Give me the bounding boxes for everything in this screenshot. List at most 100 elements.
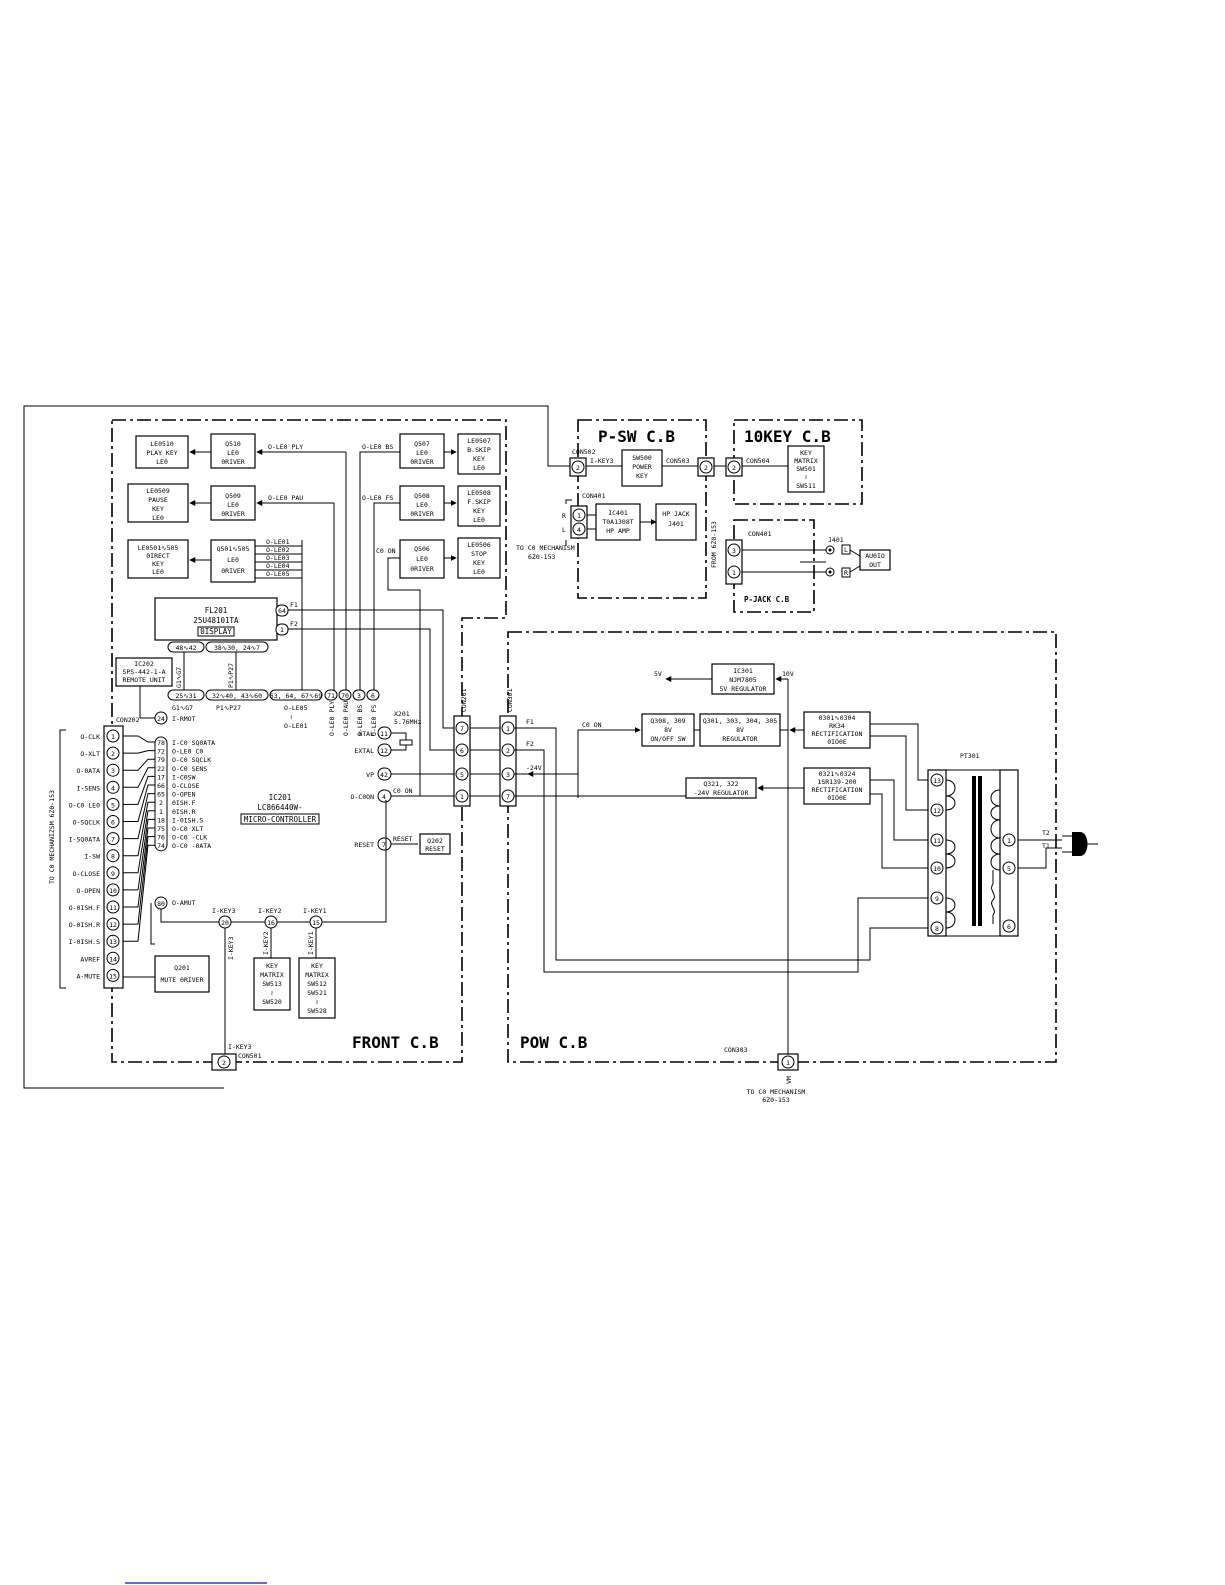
pow-board-outline <box>507 631 1057 1063</box>
svg-text:LE0: LE0 <box>227 501 239 509</box>
svg-text:C0 ON: C0 ON <box>376 547 396 555</box>
svg-text:0321∿0324: 0321∿0324 <box>819 770 856 778</box>
svg-text:C0 ON: C0 ON <box>393 787 413 795</box>
cd-connector-pin-label: O-SQCLK <box>73 819 100 827</box>
ic201-pin-label: O-LE0 C0 <box>172 748 203 756</box>
svg-text:63, 64, 67∿69: 63, 64, 67∿69 <box>270 692 322 700</box>
svg-text:1: 1 <box>577 512 581 520</box>
svg-text:KEY: KEY <box>473 507 485 515</box>
cd-connector-pin <box>106 763 120 777</box>
cd-connector-pin <box>106 815 120 828</box>
svg-text:LE0507: LE0507 <box>467 437 491 445</box>
svg-text:HP JACK: HP JACK <box>662 510 689 518</box>
driver-q509: Q509 LE0 0RIVER <box>210 485 256 521</box>
cd-connector-pin <box>106 968 120 982</box>
svg-text:MATRIX: MATRIX <box>794 457 818 465</box>
svg-text:O-LE0 PLY: O-LE0 PLY <box>268 443 303 451</box>
cd-connector-pin <box>106 951 120 965</box>
cd-bus-wire <box>123 784 155 822</box>
audio-out-label: AU0IO OUT <box>859 549 891 571</box>
svg-text:≀: ≀ <box>290 713 292 721</box>
cd-connector-pin-label: O-CLK <box>80 733 100 741</box>
outer-loop-wire <box>23 405 570 1089</box>
d321-rectifier: 0321∿0324 1SR139-200 RECTIFICATION 0IO0E <box>803 767 871 805</box>
svg-text:0RIVER: 0RIVER <box>221 567 245 575</box>
sw500-power-key: SW500 POWER KEY <box>621 449 663 487</box>
con201-connector: CON201 7 6 5 1 <box>453 688 471 807</box>
cd-connector-pin-label: O-CLOSE <box>73 870 100 878</box>
svg-text:P1∿P27: P1∿P27 <box>216 704 241 712</box>
svg-text:VP: VP <box>366 771 374 779</box>
cd-connector-pin-number: 7 <box>111 836 115 844</box>
cd-connector-pin-number: 4 <box>111 784 115 792</box>
svg-text:SPS-442-1-A: SPS-442-1-A <box>122 668 165 676</box>
svg-text:LE0501∿505: LE0501∿505 <box>138 544 179 552</box>
svg-text:Q201: Q201 <box>174 964 190 972</box>
con301-connector: CON301 1 2 3 7 <box>499 688 517 807</box>
svg-text:-24V REGULATOR: -24V REGULATOR <box>694 789 749 797</box>
svg-text:I-KEY3: I-KEY3 <box>228 1043 252 1051</box>
driver-q508: Q508 LE0 0RIVER <box>399 485 445 521</box>
driver-q510: Q510 LE0 0RIVER <box>210 433 256 469</box>
ic201-pin-number: 17 <box>157 773 165 781</box>
svg-text:3: 3 <box>506 771 510 779</box>
svg-text:VM: VM <box>785 1076 793 1084</box>
svg-text:HP AMP: HP AMP <box>606 527 630 535</box>
cd-connector-pin-number: 1 <box>111 733 115 741</box>
footer-underline <box>125 1582 267 1584</box>
ic201-pin-number: 79 <box>157 756 165 764</box>
cd-connector-pin-label: I-SENS <box>77 784 101 792</box>
svg-text:O-LE01: O-LE01 <box>266 538 290 546</box>
ic201-micro-controller: IC201 LC866440W- MICRO-CONTROLLER <box>240 793 320 825</box>
svg-text:KEY: KEY <box>266 962 278 970</box>
svg-text:3: 3 <box>357 692 361 700</box>
pt301-pin-number: 5 <box>1007 865 1011 873</box>
svg-text:KEY: KEY <box>473 559 485 567</box>
svg-text:2: 2 <box>732 464 736 472</box>
cd-connector-pin-label: AVREF <box>80 955 100 963</box>
svg-text:LE0: LE0 <box>473 568 485 576</box>
svg-text:TO C0 MECHANIZSM 6Z0-153: TO C0 MECHANIZSM 6Z0-153 <box>48 790 56 884</box>
cd-connector-pin <box>106 780 120 794</box>
svg-text:LE0506: LE0506 <box>467 541 491 549</box>
svg-text:J401: J401 <box>668 520 684 528</box>
cd-connector-pin-number: 5 <box>111 801 115 809</box>
svg-text:MATRIX: MATRIX <box>260 971 284 979</box>
svg-text:SW511: SW511 <box>796 482 816 490</box>
svg-text:0RIVER: 0RIVER <box>410 510 434 518</box>
ic201-pin-number: 74 <box>157 842 165 850</box>
cd-connector-pin-number: 8 <box>111 853 115 861</box>
svg-text:1: 1 <box>506 725 510 733</box>
svg-text:8V: 8V <box>736 726 744 734</box>
svg-text:IC202: IC202 <box>134 660 154 668</box>
cd-bus-wire <box>123 836 155 925</box>
svg-text:RECTIFICATION: RECTIFICATION <box>812 786 863 794</box>
q201-mute-driver: Q201 MUTE 0RIVER <box>154 955 210 993</box>
svg-text:Q202: Q202 <box>427 837 443 845</box>
svg-text:7: 7 <box>460 725 464 733</box>
svg-text:12: 12 <box>380 747 388 755</box>
svg-text:5V: 5V <box>654 670 662 678</box>
svg-text:CON401: CON401 <box>582 492 606 500</box>
svg-text:2: 2 <box>704 464 708 472</box>
svg-text:SW521: SW521 <box>307 989 327 997</box>
svg-text:O-LE0 PAU: O-LE0 PAU <box>268 494 303 502</box>
svg-text:OUT: OUT <box>869 561 881 569</box>
svg-text:0RIVER: 0RIVER <box>410 565 434 573</box>
svg-text:I-KEY1: I-KEY1 <box>307 931 315 955</box>
svg-text:CON504: CON504 <box>746 457 770 465</box>
svg-text:C0 ON: C0 ON <box>582 721 602 729</box>
q308-onoff-switch: Q308, 309 8V ON/OFF SW <box>641 713 695 747</box>
ic201-pin-label: O-C0 -0ATA <box>172 842 211 850</box>
cd-bus-wire <box>123 735 155 743</box>
svg-text:I-KEY3: I-KEY3 <box>212 907 236 915</box>
led-block-le507: LE0507 B.SKIP KEY LE0 <box>457 433 501 475</box>
svg-text:0IO0E: 0IO0E <box>827 794 847 802</box>
cd-connector-pin-label: O-XLT <box>80 750 100 758</box>
pt301-pin <box>1002 861 1016 875</box>
svg-text:NJM7805: NJM7805 <box>729 676 756 684</box>
svg-text:O-LE0 BS: O-LE0 BS <box>356 705 364 736</box>
cd-connector-pin <box>106 900 120 914</box>
q321-minus24v-regulator: Q321, 322 -24V REGULATOR <box>685 777 757 799</box>
